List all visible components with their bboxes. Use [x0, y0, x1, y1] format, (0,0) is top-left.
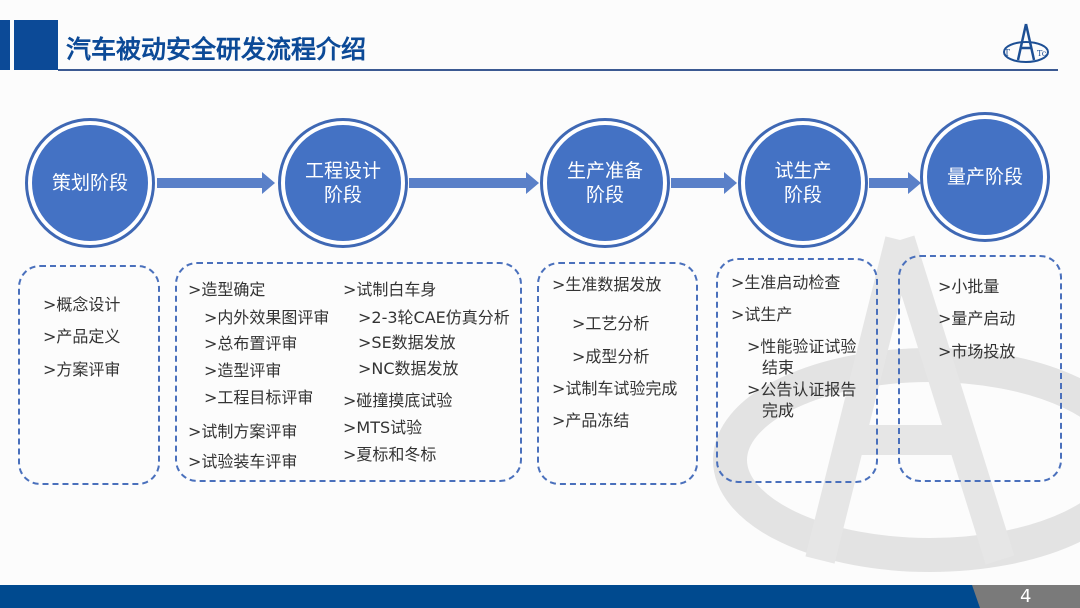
task-item: >小批量 [938, 277, 1000, 296]
flow-arrow [869, 172, 921, 194]
task-item: >总布置评审 [204, 334, 298, 353]
engineering-box [175, 262, 522, 482]
footer-bar [0, 585, 1080, 608]
stage-planning[interactable]: 策划阶段 [25, 118, 155, 248]
stage-label: 策划阶段 [51, 172, 128, 194]
stage-mass[interactable]: 量产阶段 [920, 112, 1050, 242]
stage-preparation[interactable]: 生产准备阶段 [540, 118, 670, 248]
page-number: 4 [1020, 586, 1032, 607]
task-item: >试生产 [731, 305, 793, 324]
stage-trial[interactable]: 试生产阶段 [738, 118, 868, 248]
preparation-box [537, 262, 698, 485]
task-item: >工程目标评审 [204, 388, 314, 407]
trial-box [716, 258, 878, 483]
page-number-box [972, 585, 1080, 608]
task-item: >量产启动 [938, 309, 1016, 328]
stage-label: 阶段 [783, 184, 822, 206]
stage-label: 量产阶段 [946, 166, 1023, 188]
task-item: 结束 [762, 358, 795, 377]
task-item: >碰撞摸底试验 [343, 391, 453, 410]
flow-arrow [671, 172, 737, 194]
task-item: >MTS试验 [343, 418, 423, 437]
flow-arrow [409, 172, 539, 194]
task-item: >试验装车评审 [188, 452, 298, 471]
task-item: >公告认证报告 [747, 380, 857, 399]
task-item: 完成 [762, 401, 795, 420]
task-item: >造型确定 [188, 280, 266, 299]
task-item: >SE数据发放 [358, 333, 456, 352]
task-item: >内外效果图评审 [204, 308, 330, 327]
task-item: >2-3轮CAE仿真分析 [358, 308, 510, 327]
page-title: 汽车被动安全研发流程介绍 [66, 35, 367, 64]
task-item: >生准数据发放 [552, 275, 662, 294]
task-item: >试制白车身 [343, 280, 437, 299]
flow-arrow [157, 172, 275, 194]
svg-text:Tc: Tc [1037, 49, 1047, 58]
task-item: >市场投放 [938, 342, 1016, 361]
stage-label: 试生产 [774, 160, 832, 182]
svg-text:T: T [1004, 49, 1010, 59]
task-item: >夏标和冬标 [343, 445, 437, 464]
task-item: >性能验证试验 [747, 337, 857, 356]
watermark-logo [713, 235, 1080, 572]
stage-engineering[interactable]: 工程设计阶段 [278, 118, 408, 248]
header-accent-bar [0, 20, 10, 70]
task-item: >NC数据发放 [358, 359, 459, 378]
stage-label: 生产准备 [566, 160, 643, 182]
task-item: >成型分析 [572, 347, 650, 366]
mass-box [898, 255, 1062, 482]
header-accent-block [14, 20, 58, 70]
company-logo: T Tc [1003, 23, 1049, 63]
task-item: >产品定义 [43, 327, 121, 346]
stage-label: 阶段 [585, 184, 624, 206]
task-item: >造型评审 [204, 361, 282, 380]
task-item: >试制方案评审 [188, 422, 298, 441]
header-divider [58, 69, 1058, 71]
stage-label: 工程设计 [304, 160, 381, 182]
task-item: >生准启动检查 [731, 273, 841, 292]
task-item: >产品冻结 [552, 411, 630, 430]
task-item: >概念设计 [43, 295, 121, 314]
task-item: >试制车试验完成 [552, 379, 678, 398]
task-item: >工艺分析 [572, 314, 650, 333]
stage-label: 阶段 [323, 184, 362, 206]
planning-box [18, 265, 160, 485]
task-item: >方案评审 [43, 360, 121, 379]
